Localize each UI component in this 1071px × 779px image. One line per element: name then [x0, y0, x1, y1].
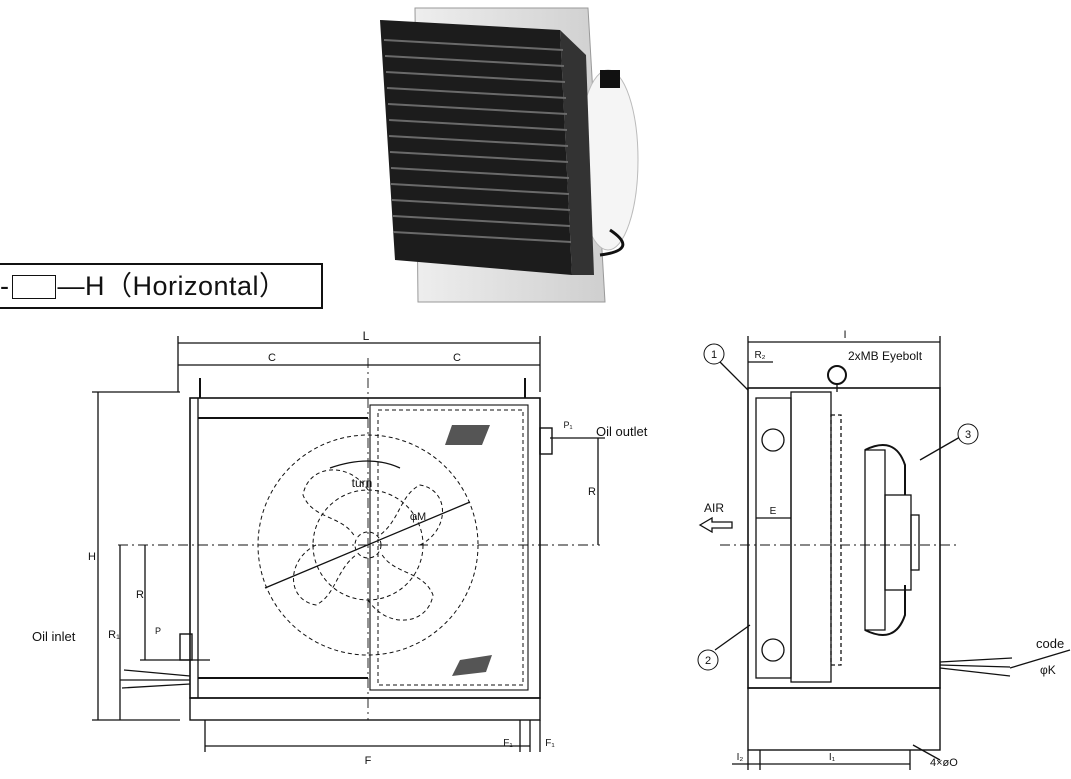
eyebolt-label: 2xMB Eyebolt — [848, 349, 923, 363]
dim-R2-label: R₂ — [754, 350, 765, 361]
dim-P-top-label: P₁ — [563, 420, 572, 430]
dim-P-bottom-label: P — [155, 626, 161, 636]
callout-3: 3 — [957, 423, 979, 445]
phiK-label: φK — [1040, 663, 1056, 677]
product-photo — [380, 7, 639, 303]
dim-I-label: I — [843, 329, 846, 341]
side-view: 1 2 3 I R₂ 2xMB Eyebolt AIR E code φK I₁… — [697, 329, 1071, 770]
code-label: code — [1036, 636, 1064, 651]
turn-label: turn — [352, 476, 373, 490]
front-view: L C C H R₁ R R P P₁ F F₁ F₁ φM turn Oil … — [32, 329, 648, 767]
callout-2-label: 2 — [705, 655, 711, 667]
dim-L-label: L — [363, 329, 370, 343]
dim-H-label: H — [88, 551, 96, 563]
dim-F1-left-label: F₁ — [503, 738, 513, 749]
dim-F-label: F — [365, 755, 372, 767]
dim-C-right-label: C — [453, 352, 461, 364]
model-code-placeholder — [11, 275, 56, 299]
callout-3-label: 3 — [965, 429, 971, 441]
dim-I1-label: I₁ — [829, 752, 836, 763]
dim-R-bottom-label: R — [136, 589, 144, 601]
model-title-box: - —H（Horizontal） — [0, 263, 323, 309]
dim-R-top-label: R — [588, 486, 596, 498]
dim-holes-label: 4×øO — [930, 757, 958, 769]
title-prefix: - — [0, 271, 10, 301]
air-label: AIR — [704, 501, 724, 515]
dim-E-label: E — [770, 506, 777, 517]
dim-F1-right-label: F₁ — [545, 738, 555, 749]
dim-C-left-label: C — [268, 352, 276, 364]
callout-1: 1 — [703, 343, 725, 365]
dim-I2-label: I₂ — [737, 752, 744, 763]
model-title: - —H（Horizontal） — [0, 271, 287, 301]
callout-2: 2 — [697, 649, 719, 671]
dim-phiM-label: φM — [410, 511, 426, 523]
title-suffix: —H（Horizontal） — [57, 271, 287, 301]
oil-inlet-label: Oil inlet — [32, 629, 76, 644]
oil-outlet-label: Oil outlet — [596, 424, 648, 439]
callout-1-label: 1 — [711, 349, 717, 361]
dim-R1-label: R₁ — [108, 629, 120, 641]
